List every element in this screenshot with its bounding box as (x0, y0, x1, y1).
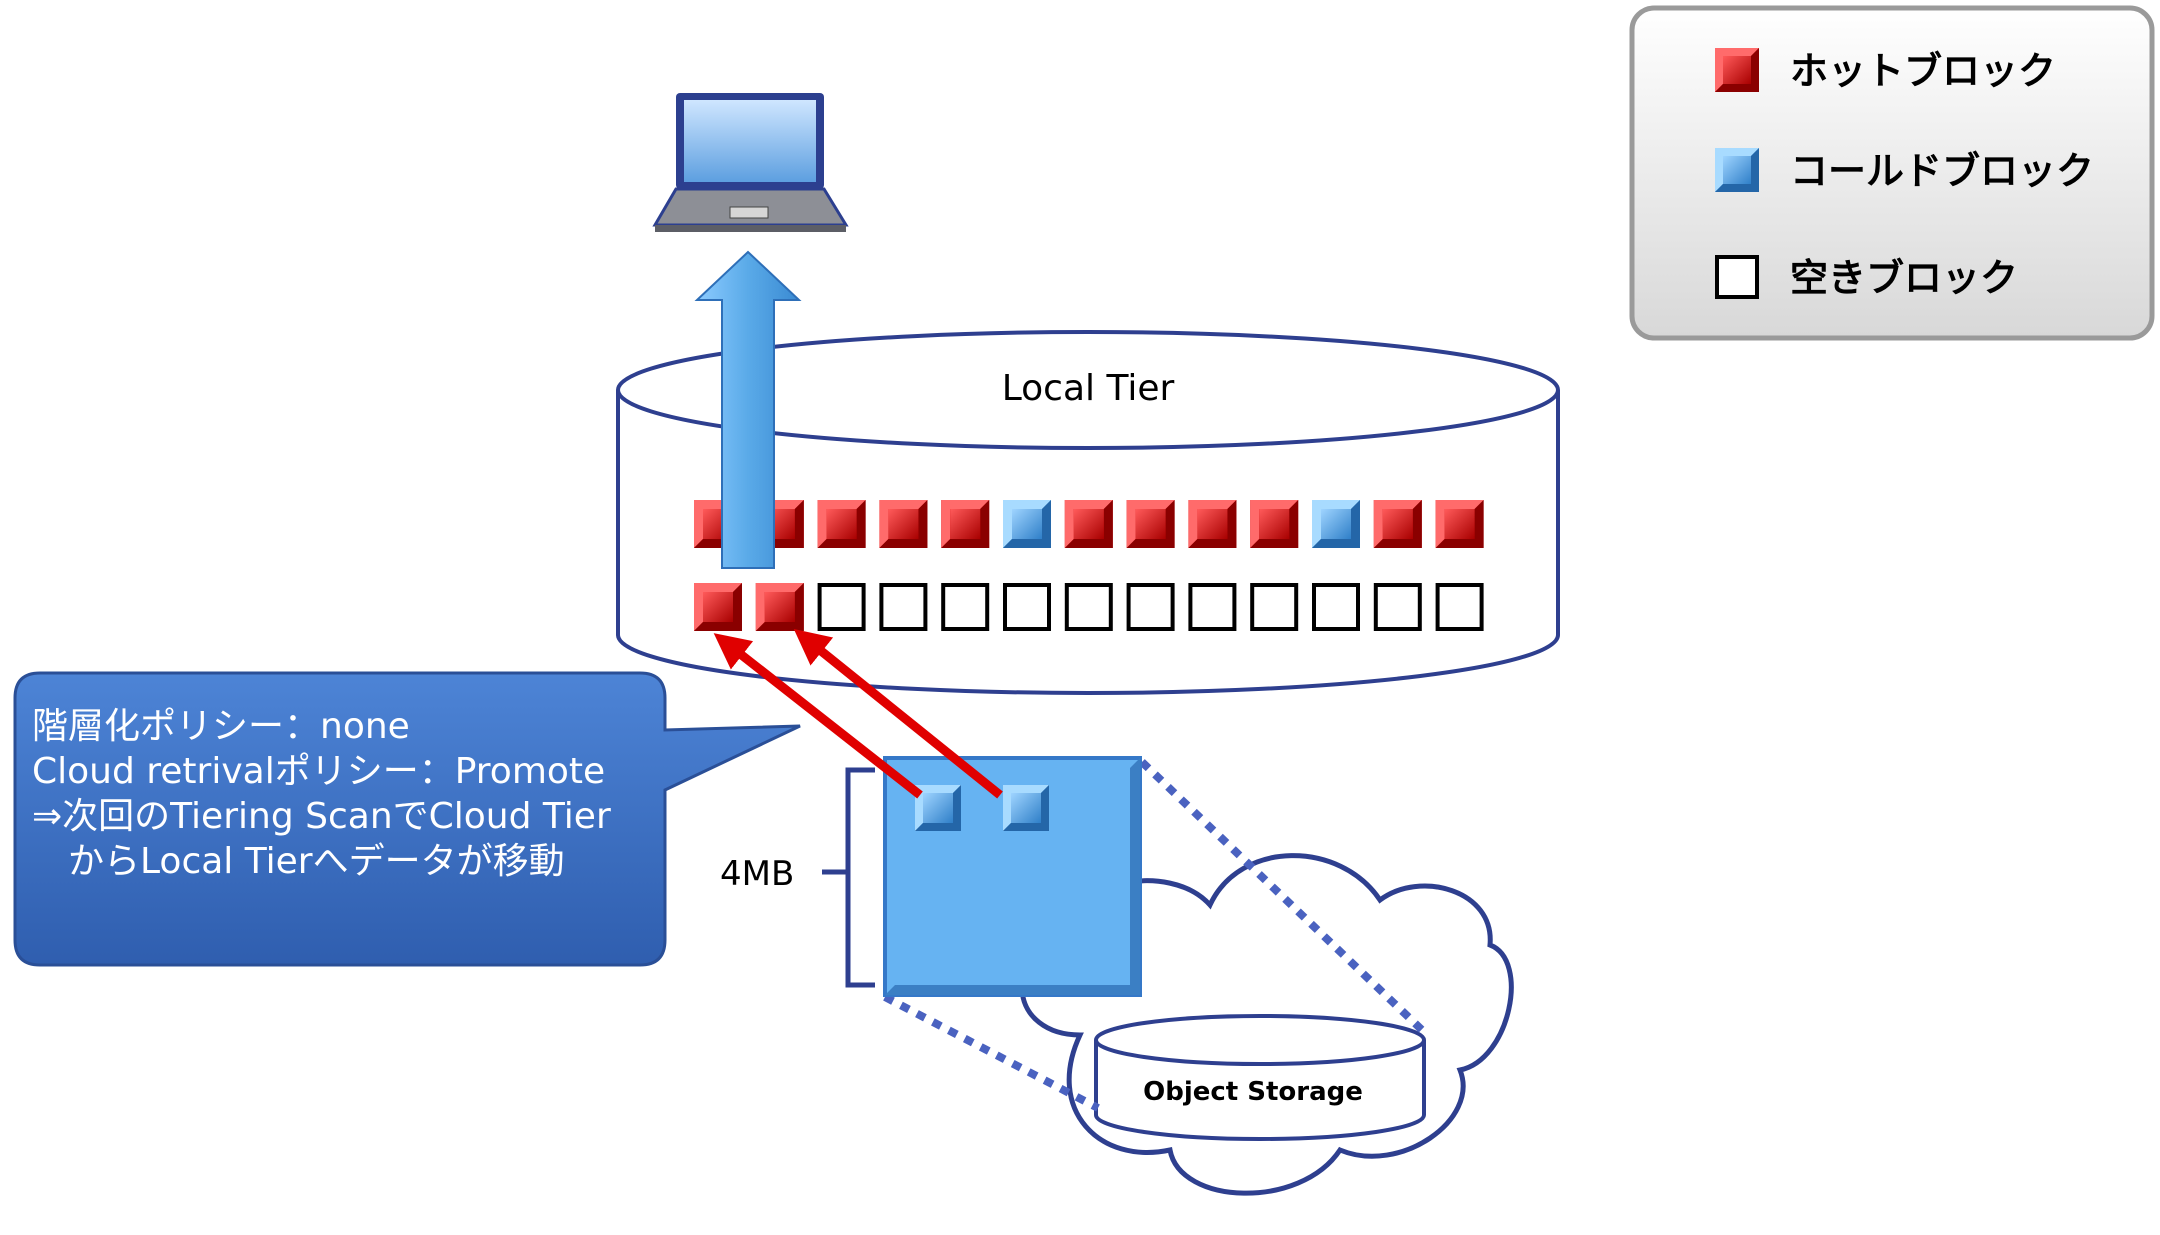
laptop-icon (652, 93, 849, 232)
legend-label-hot: ホットブロック (1790, 49, 2056, 93)
legend-swatch-empty (1715, 255, 1759, 299)
tier-upper-block-cold (1312, 500, 1360, 548)
tier-upper-block-hot (1188, 500, 1237, 548)
object-storage-cylinder: Object Storage (1094, 1014, 1426, 1141)
tier-lower-block-hot (694, 583, 742, 631)
data-chunk (883, 756, 1142, 997)
callout-line-2: Cloud retrivalポリシー：Promote (32, 751, 605, 792)
size-brace (822, 767, 875, 988)
local-tier-block-row-lower (694, 583, 1484, 631)
promotion-arrow-1 (713, 633, 923, 799)
tier-upper-block-hot (879, 500, 928, 548)
local-tier-label: Local Tier (1002, 368, 1175, 409)
projection-lines (883, 759, 1425, 1112)
tier-lower-block-empty (1003, 583, 1051, 631)
tier-lower-block-empty (879, 583, 928, 631)
tier-upper-block-hot (1435, 500, 1484, 548)
tier-upper-block-hot (1373, 500, 1422, 548)
callout-text: 階層化ポリシー：none Cloud retrivalポリシー：Promote … (32, 706, 622, 882)
legend-label-cold: コールドブロック (1790, 149, 2094, 193)
tier-upper-block-hot (1250, 500, 1299, 548)
callout-line-1: 階層化ポリシー：none (32, 706, 410, 747)
callout-line-4: ⇒次回のTiering ScanでCloud Tier (32, 796, 611, 837)
up-arrow (694, 250, 802, 569)
chunk-block-cold (915, 785, 961, 831)
tier-lower-block-empty (1373, 583, 1422, 631)
legend-swatch-cold (1715, 148, 1759, 192)
tier-upper-block-hot (1064, 500, 1113, 548)
tier-lower-block-hot (755, 583, 804, 631)
chunk-size-label: 4MB (720, 854, 794, 894)
tier-lower-block-empty (1064, 583, 1113, 631)
tier-lower-block-empty (1126, 583, 1175, 631)
tier-lower-block-empty (1250, 583, 1299, 631)
promotion-arrows (713, 628, 1003, 799)
legend-label-empty: 空きブロック (1790, 256, 2018, 300)
tier-upper-block-cold (1003, 500, 1051, 548)
callout-bubble (13, 671, 801, 967)
tier-lower-block-empty (1312, 583, 1360, 631)
callout: 階層化ポリシー：none Cloud retrivalポリシー：Promote … (13, 671, 801, 967)
legend-box (1629, 5, 2155, 341)
object-storage-label: Object Storage (1143, 1077, 1363, 1107)
tier-upper-block-hot (941, 500, 990, 548)
tier-upper-block-hot (817, 500, 866, 548)
tier-lower-block-empty (1435, 583, 1484, 631)
promotion-arrow-2 (793, 628, 1003, 799)
chunk-block-cold (1003, 785, 1049, 831)
legend-swatch-hot (1715, 48, 1759, 92)
tier-lower-block-empty (941, 583, 990, 631)
tier-upper-block-hot (1126, 500, 1175, 548)
tier-lower-block-empty (817, 583, 866, 631)
tier-lower-block-empty (1188, 583, 1237, 631)
callout-line-5: からLocal Tierへデータが移動 (32, 841, 565, 882)
